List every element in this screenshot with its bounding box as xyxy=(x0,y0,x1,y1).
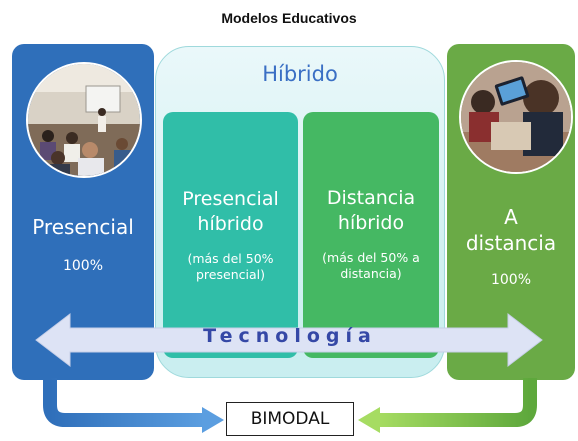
distancia-hibrido-note-line1: (más del 50% a xyxy=(322,250,420,265)
presencial-to-bimodal-arrow xyxy=(43,378,204,427)
distancia-hibrido-card xyxy=(303,112,439,358)
presencial-arrow-head xyxy=(202,407,224,433)
presencial-hibrido-label-line1: Presencial xyxy=(182,188,279,210)
distancia-to-bimodal-arrow xyxy=(378,378,537,427)
hibrido-title: Híbrido xyxy=(262,62,338,86)
presencial-hibrido-note-line1: (más del 50% xyxy=(187,251,274,266)
technology-double-arrow xyxy=(35,312,543,368)
technology-label: Tecnología xyxy=(203,325,377,347)
tablet-student-photo xyxy=(459,60,573,174)
bimodal-box: BIMODAL xyxy=(226,402,354,436)
presencial-hibrido-card xyxy=(163,112,298,358)
distancia-hibrido-note-line2: distancia) xyxy=(340,266,402,281)
distancia-arrow-head xyxy=(358,407,380,433)
presencial-hibrido-note-line2: presencial) xyxy=(196,267,265,282)
distancia-label-line1: A xyxy=(504,205,518,229)
presencial-hibrido-label-line2: híbrido xyxy=(197,213,264,235)
distancia-hibrido-label-line1: Distancia xyxy=(326,187,416,209)
distancia-label-line2: distancia xyxy=(465,231,557,255)
distancia-hibrido-label-line2: híbrido xyxy=(337,212,405,234)
distancia-percent: 100% xyxy=(490,272,532,288)
diagram-title: Modelos Educativos xyxy=(221,10,357,26)
presencial-label: Presencial xyxy=(32,215,134,239)
presencial-percent: 100% xyxy=(62,258,104,274)
